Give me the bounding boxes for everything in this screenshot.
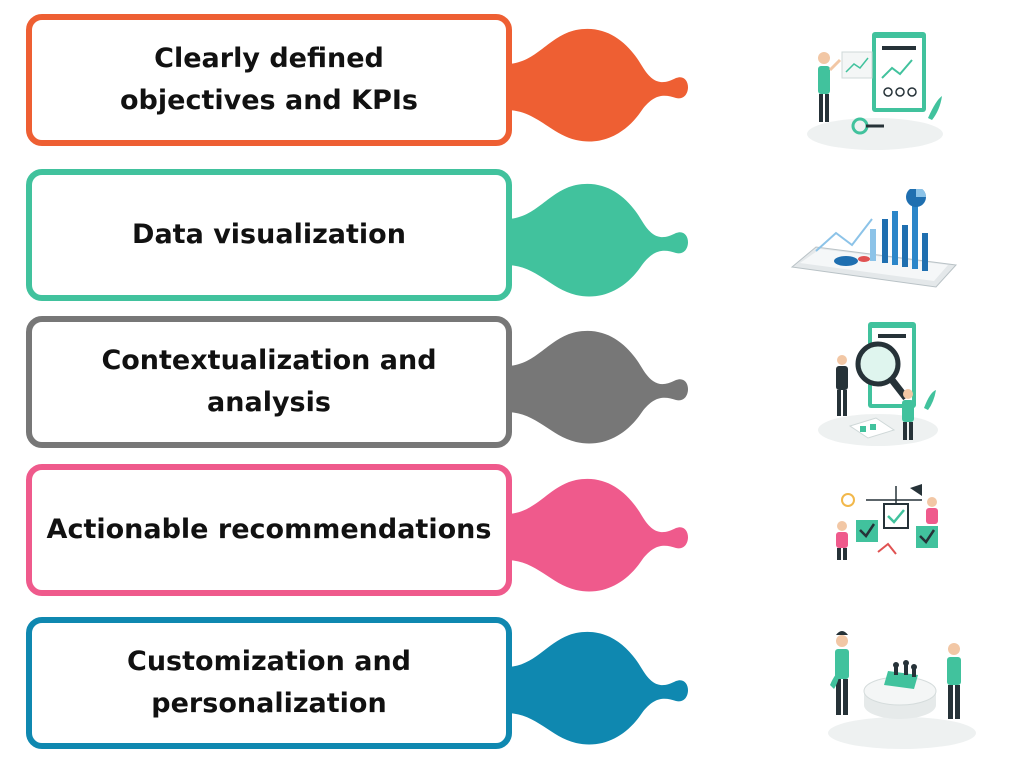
step-1-card: Clearly defined objectives and KPIs — [26, 14, 512, 146]
magnifier-analysis-illustration — [818, 322, 938, 446]
step-3-label: Contextualization and analysis — [101, 345, 437, 418]
step-2: Data visualization — [0, 169, 1024, 309]
kpi-board-illustration — [807, 32, 943, 150]
step-1-label: Clearly defined objectives and KPIs — [120, 43, 418, 116]
step-2-label: Data visualization — [132, 219, 406, 251]
decision-checkboxes-illustration — [836, 484, 938, 560]
step-3: Contextualization and analysis — [0, 316, 1024, 456]
step-5-card: Customization and personalization — [26, 617, 512, 749]
step-2-card: Data visualization — [26, 169, 512, 301]
step-1-connector — [506, 28, 688, 142]
step-4-card: Actionable recommendations — [26, 464, 512, 596]
step-2-connector — [506, 183, 688, 297]
step-4-label: Actionable recommendations — [46, 514, 492, 546]
step-1: Clearly defined objectives and KPIs — [0, 14, 1024, 154]
dashboard-tablet-illustration — [790, 189, 958, 288]
step-5-connector — [506, 631, 688, 745]
step-3-card: Contextualization and analysis — [26, 316, 512, 448]
step-5-label: Customization and personalization — [127, 646, 411, 719]
step-4: Actionable recommendations — [0, 464, 1024, 604]
step-3-connector — [506, 330, 688, 444]
team-chess-illustration — [828, 631, 976, 749]
step-5: Customization and personalization — [0, 617, 1024, 757]
step-4-connector — [506, 478, 688, 592]
